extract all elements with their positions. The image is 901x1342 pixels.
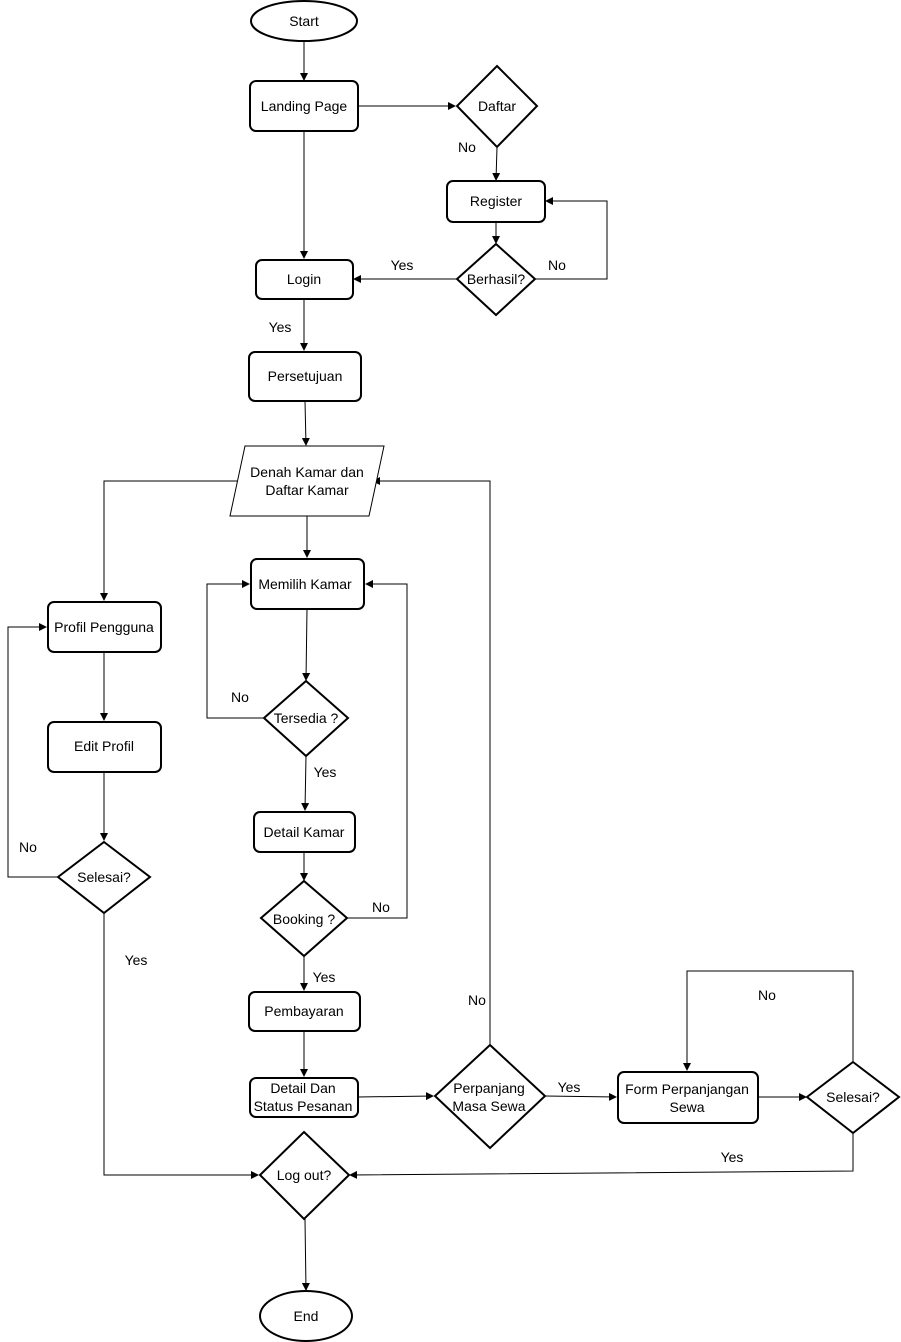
node-perpanjang-line-1: Perpanjang (453, 1080, 525, 1096)
node-landing-page: Landing Page (249, 80, 359, 132)
node-register: Register (446, 180, 546, 223)
node-tersedia: Tersedia ? (262, 679, 350, 758)
edge-selesai-logout-yes (103, 913, 259, 1179)
edge-perpanjang-denah-no (372, 477, 491, 1045)
node-memilih-kamar: Memilih Kamar (250, 558, 365, 610)
node-pembayaran: Pembayaran (248, 991, 361, 1032)
node-detail-kamar: Detail Kamar (253, 811, 356, 853)
edge-berhasil-register-no (535, 197, 608, 280)
node-start-label: Start (289, 13, 319, 29)
node-persetujuan-label: Persetujuan (268, 368, 343, 384)
edge-status-perpanjang (357, 1092, 434, 1101)
node-denah-kamar: Denah Kamar dan Daftar Kamar (229, 445, 385, 517)
node-tersedia-label: Tersedia ? (274, 710, 339, 726)
node-edit-profil: Edit Profil (47, 721, 162, 773)
edge-booking-memilih-no (347, 580, 408, 919)
label-tersedia-no: No (231, 689, 249, 705)
label-booking-yes: Yes (313, 969, 336, 985)
edge-persetujuan-denah (301, 400, 310, 446)
edge-selesai-profil-no (7, 623, 58, 878)
label-selesai-form-no: No (758, 987, 776, 1003)
label-daftar-no: No (458, 139, 476, 155)
edge-tersedia-memilih-no (206, 580, 264, 719)
node-login: Login (255, 259, 354, 300)
node-form-perpanjangan-line-2: Sewa (669, 1099, 704, 1115)
node-perpanjang: Perpanjang Masa Sewa (433, 1043, 547, 1150)
edge-logout-end (301, 1218, 310, 1291)
node-start: Start (250, 0, 358, 42)
node-pembayaran-label: Pembayaran (264, 1003, 343, 1019)
label-tersedia-yes: Yes (314, 764, 337, 780)
edge-daftar-register (492, 146, 501, 181)
node-daftar-label: Daftar (478, 98, 516, 114)
node-logout-label: Log out? (277, 1167, 332, 1183)
edge-tersedia-detail (301, 755, 310, 811)
node-form-perpanjangan: Form Perpanjangan Sewa (617, 1071, 759, 1124)
node-detail-kamar-label: Detail Kamar (264, 824, 345, 840)
node-berhasil: Berhasil? (455, 242, 537, 317)
node-edit-profil-label: Edit Profil (74, 738, 134, 754)
node-logout: Log out? (258, 1130, 351, 1221)
node-form-perpanjangan-line-1: Form Perpanjangan (625, 1081, 749, 1097)
node-daftar: Daftar (455, 64, 539, 149)
node-denah-kamar-line-1: Denah Kamar dan (250, 464, 364, 480)
node-status-pesanan-line-2: Status Pesanan (254, 1098, 353, 1114)
node-memilih-kamar-label: Memilih Kamar (258, 576, 352, 592)
edge-labels: No No Yes Yes No Yes No Yes No Yes No Ye… (19, 139, 776, 1165)
label-perpanjang-yes: Yes (558, 1079, 581, 1095)
node-end: End (259, 1290, 353, 1342)
node-selesai-form: Selesai? (805, 1060, 901, 1135)
node-selesai-profil-label: Selesai? (77, 869, 131, 885)
label-selesai-profil-yes: Yes (125, 952, 148, 968)
nodes: Start Landing Page Daftar Register Berha… (47, 0, 901, 1342)
edge-denah-profil (100, 480, 237, 601)
node-selesai-profil: Selesai? (56, 840, 152, 915)
node-login-label: Login (287, 271, 321, 287)
node-end-label: End (294, 1308, 319, 1324)
node-landing-page-label: Landing Page (261, 98, 348, 114)
label-login-yes: Yes (269, 319, 292, 335)
edges (7, 42, 854, 1291)
label-selesai-profil-no: No (19, 839, 37, 855)
node-denah-kamar-line-2: Daftar Kamar (265, 482, 349, 498)
node-perpanjang-line-2: Masa Sewa (452, 1098, 525, 1114)
edge-selesai-form-no (683, 970, 854, 1071)
label-berhasil-yes: Yes (391, 257, 414, 273)
label-berhasil-no: No (548, 257, 566, 273)
node-status-pesanan-line-1: Detail Dan (270, 1080, 335, 1096)
edge-memilih-tersedia (302, 608, 311, 681)
label-perpanjang-no: No (468, 992, 486, 1008)
node-booking-label: Booking ? (273, 911, 335, 927)
edge-perpanjang-form-yes (544, 1092, 617, 1101)
edge-selesai-logout-yes-right (349, 1133, 854, 1179)
node-booking: Booking ? (259, 879, 349, 958)
label-selesai-form-yes: Yes (721, 1149, 744, 1165)
label-booking-no: No (372, 899, 390, 915)
node-berhasil-label: Berhasil? (467, 271, 526, 287)
node-profil-pengguna-label: Profil Pengguna (54, 619, 154, 635)
node-profil-pengguna: Profil Pengguna (47, 601, 162, 653)
node-selesai-form-label: Selesai? (826, 1089, 880, 1105)
node-persetujuan: Persetujuan (248, 351, 362, 402)
node-register-label: Register (470, 193, 522, 209)
node-status-pesanan: Detail Dan Status Pesanan (249, 1077, 359, 1118)
